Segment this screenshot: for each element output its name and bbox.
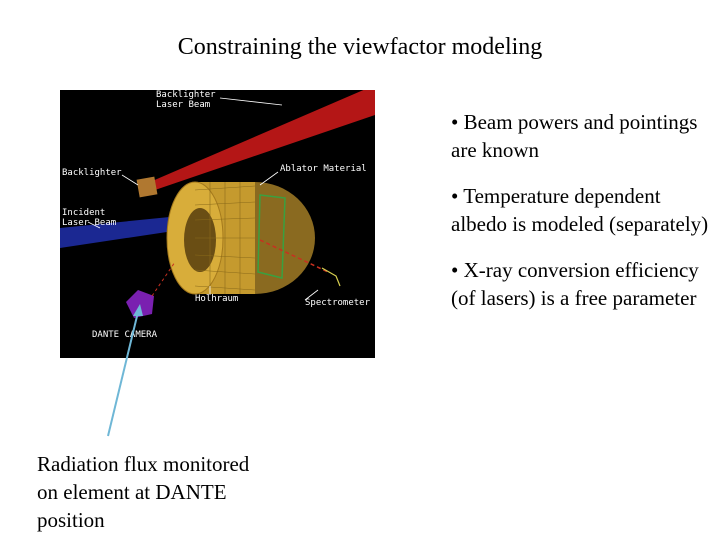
backlighter-beam-red	[150, 90, 375, 190]
bullet-item: • Beam powers and pointings are known	[451, 110, 698, 162]
spectrometer-line	[259, 239, 329, 273]
caption-text: Radiation flux monitored on element at D…	[37, 452, 250, 532]
bullet-list: • Beam powers and pointings are known • …	[451, 108, 711, 330]
bullet-item: • Temperature dependent albedo is modele…	[451, 184, 709, 236]
hohlraum-mesh	[194, 182, 256, 294]
label-incident-laser-beam: Incident Laser Beam	[62, 208, 117, 228]
bullet-item: • X-ray conversion efficiency (of lasers…	[451, 258, 699, 310]
label-leaders	[87, 97, 319, 301]
label-spectrometer: Spectrometer	[305, 298, 371, 308]
label-holhraum: Holhraum	[195, 294, 239, 304]
spectrometer-marker	[321, 267, 341, 287]
ablator-panel	[257, 194, 286, 279]
dante-line	[151, 261, 176, 297]
label-dante-camera: DANTE CAMERA	[92, 330, 158, 340]
hohlraum-render-image: Backlighter Laser Beam Backlighter Ablat…	[60, 90, 375, 358]
label-ablator-material: Ablator Material	[280, 164, 367, 174]
label-backlighter: Backlighter	[62, 168, 122, 178]
slide-title: Constraining the viewfactor modeling	[177, 34, 543, 60]
backlighter-target	[136, 176, 158, 198]
label-backlighter-laser-beam: Backlighter Laser Beam	[156, 90, 216, 110]
dante-camera-shape	[126, 290, 154, 318]
hohlraum-hole	[184, 208, 216, 272]
render-graphic	[60, 90, 375, 318]
